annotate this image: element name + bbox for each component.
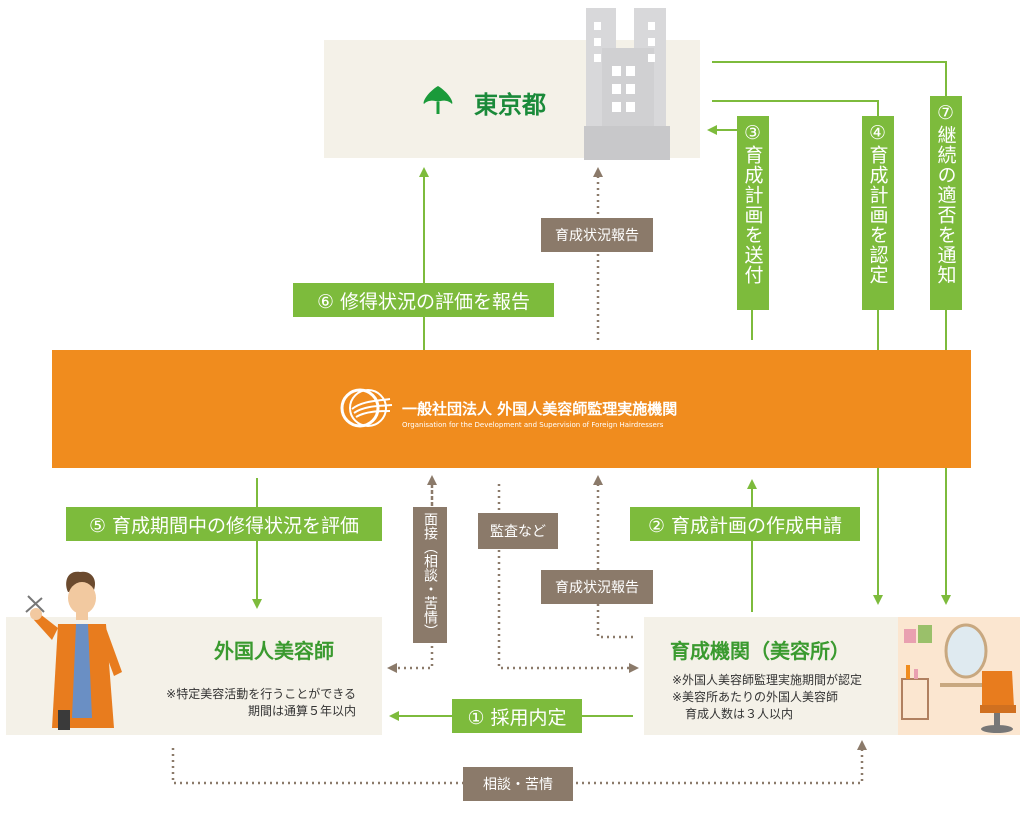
- step6-label: ⑥ 修得状況の評価を報告: [293, 283, 554, 317]
- report-bottom-label: 育成状況報告: [541, 570, 653, 604]
- institution-note-line1: ※外国人美容師監理実施期間が認定: [672, 673, 863, 687]
- interview-label: 面接（相談・苦情）: [413, 507, 447, 643]
- step1-label: ① 採用内定: [452, 699, 582, 733]
- step2-label: ② 育成計画の作成申請: [630, 507, 860, 541]
- organization-name-en: Organisation for the Development and Sup…: [402, 421, 664, 429]
- step5-label: ⑤ 育成期間中の修得状況を評価: [66, 507, 382, 541]
- report-top-label: 育成状況報告: [541, 218, 653, 252]
- tokyo-title: 東京都: [474, 91, 546, 119]
- institution-note-line2: ※美容所あたりの外国人美容師: [672, 690, 839, 704]
- arrow-report-bottom: [593, 475, 633, 639]
- building-icon: [584, 8, 670, 160]
- institution-note-line3: 育成人数は３人以内: [685, 707, 794, 721]
- organization-name: 一般社団法人 外国人美容師監理実施機関: [402, 400, 678, 418]
- organization-bar: [52, 350, 971, 468]
- organization-logo-icon: [338, 383, 396, 433]
- step7-label: ⑦継続の適否を通知: [930, 96, 962, 310]
- institution-title: 育成機関（美容所）: [670, 639, 850, 663]
- hairdresser-illustration-icon: [22, 568, 132, 736]
- tokyo-ginkgo-icon: [420, 82, 456, 118]
- step4-label: ④育成計画を認定: [862, 116, 894, 310]
- hairdresser-note-line1: ※特定美容活動を行うことができる: [166, 687, 356, 701]
- step3-label: ③育成計画を送付: [737, 116, 769, 310]
- consult-label: 相談・苦情: [463, 767, 573, 801]
- hairdresser-note-line2: 期間は通算５年以内: [247, 704, 356, 718]
- audit-label: 監査など: [478, 513, 558, 549]
- salon-illustration-icon: [898, 617, 1020, 735]
- hairdresser-title: 外国人美容師: [214, 639, 334, 663]
